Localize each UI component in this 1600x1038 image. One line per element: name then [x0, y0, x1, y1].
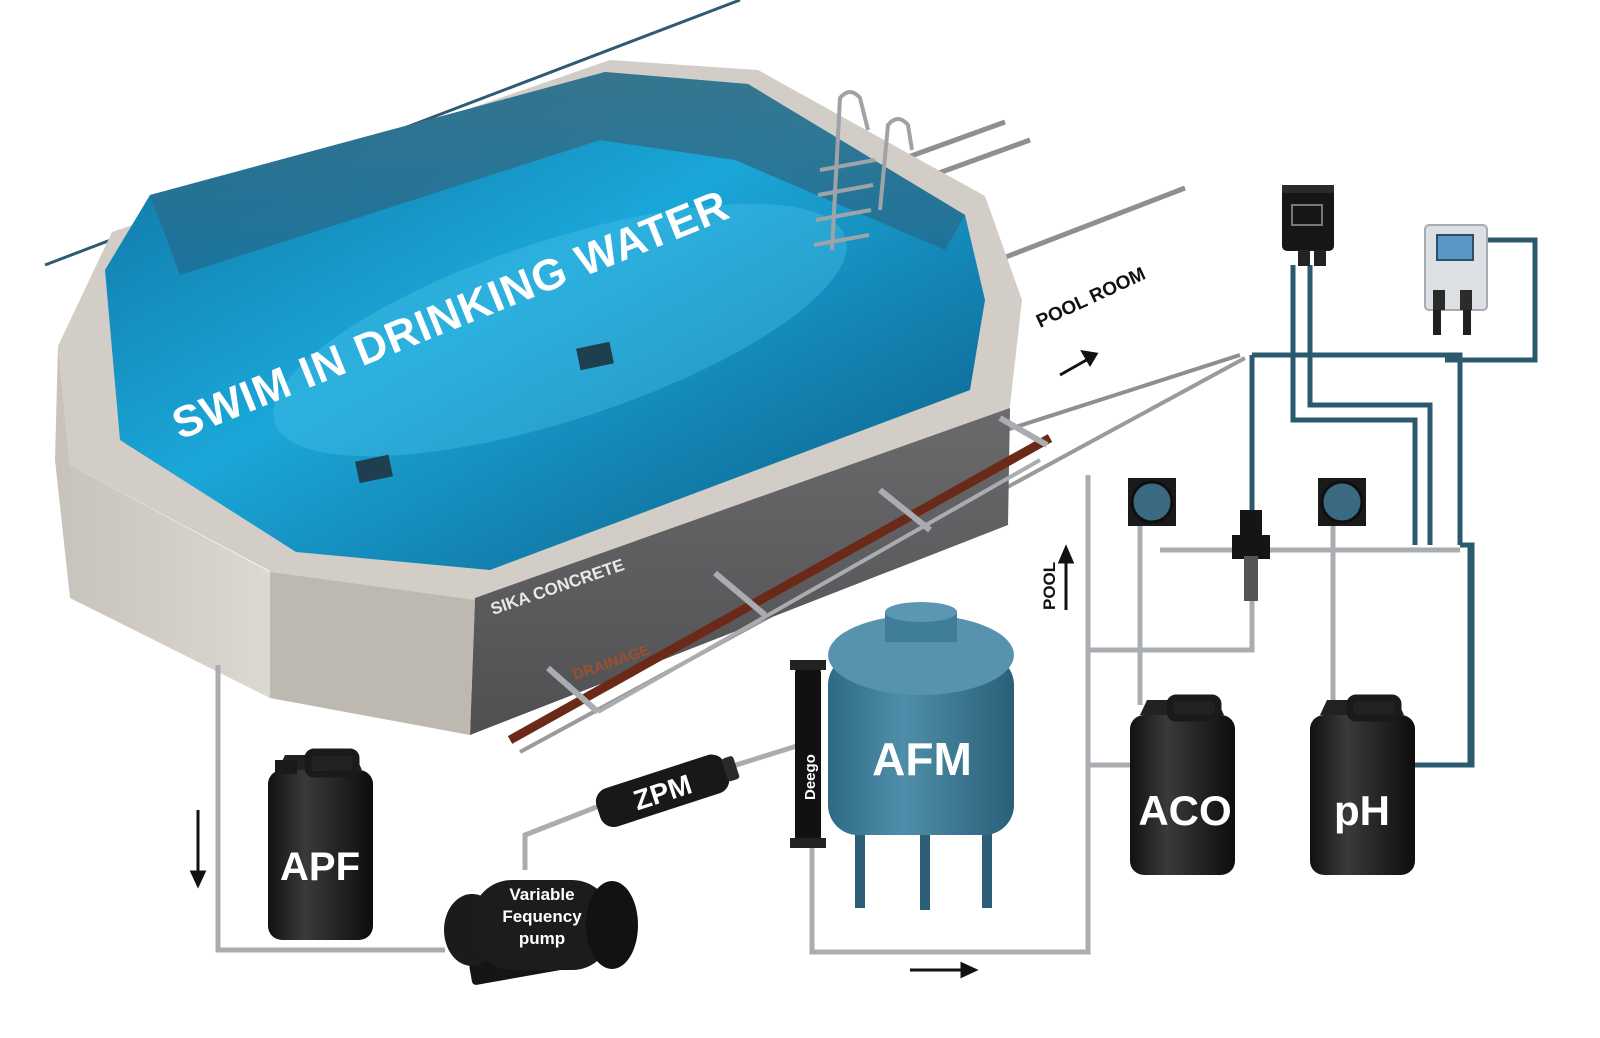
afm-label: AFM [872, 733, 972, 785]
zpm-unit: ZPM [595, 754, 740, 828]
pool-drain-2 [355, 454, 393, 484]
afm-tank: AFM [828, 602, 1014, 910]
apf-canister: APF [268, 748, 373, 940]
deego-column: Deego [790, 660, 826, 848]
pool-inner-back-wall [150, 72, 965, 275]
arrow-pool-room [1059, 356, 1091, 377]
pool-ladder [813, 90, 914, 251]
pool-left-wall [55, 346, 270, 698]
pool: SWIM IN DRINKING WATER SIKA CONCRETE DRA… [55, 60, 1022, 735]
pool-label: POOL [1040, 562, 1059, 610]
probe-flow-cell [1232, 510, 1270, 601]
dosing-controller-panel [1424, 224, 1488, 335]
deego-label: Deego [802, 754, 819, 800]
pool-room-label: POOL ROOM [1033, 264, 1149, 333]
ph-label: pH [1334, 787, 1390, 834]
pump-label-line1: Variable [509, 885, 574, 904]
aco-canister: ACO [1130, 694, 1235, 875]
grey-pipes [215, 475, 1460, 955]
aco-label: ACO [1138, 787, 1231, 834]
pool-front-wall [470, 408, 1010, 735]
drainage-pipe [507, 415, 1053, 744]
pool-corner-wall [270, 572, 475, 735]
pool-drain-1 [576, 341, 614, 371]
ph-canister: pH [1310, 694, 1415, 875]
pump-label-line3: pump [519, 929, 565, 948]
controller-unit [1282, 185, 1334, 266]
apf-label: APF [280, 845, 360, 889]
control-wiring [1249, 237, 1538, 768]
pump-label-line2: Fequency [502, 907, 582, 926]
dosing-pump-right [1318, 478, 1366, 526]
flow-arrows [189, 350, 1099, 979]
dosing-pump-left [1128, 478, 1176, 526]
variable-frequency-pump: Variable Fequency pump [444, 880, 638, 985]
